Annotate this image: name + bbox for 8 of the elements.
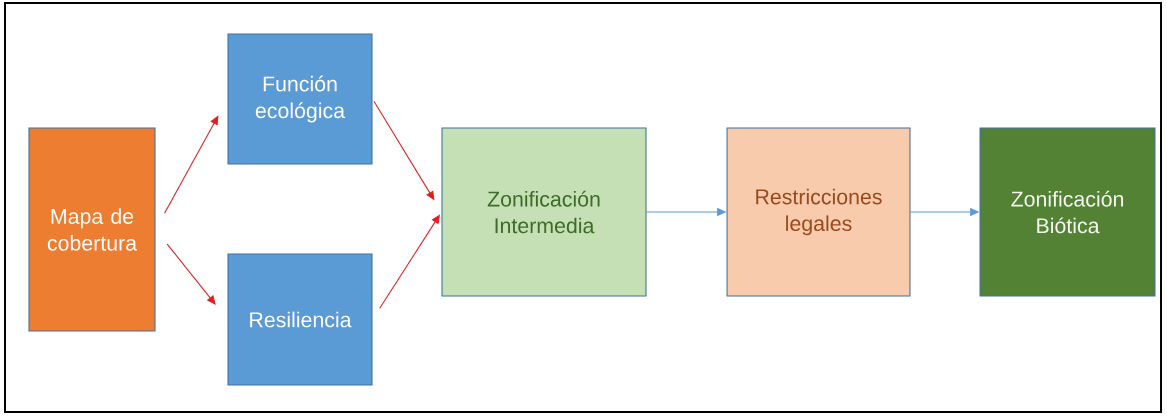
process-box: Función ecológica — [227, 33, 373, 165]
process-box: Restricciones legales — [726, 127, 911, 297]
process-box: Mapa de cobertura — [28, 127, 156, 332]
arrow — [166, 243, 216, 305]
process-box: Zonificación Intermedia — [441, 127, 647, 297]
process-box: Resiliencia — [227, 253, 373, 386]
arrow — [379, 214, 440, 309]
process-box: Zonificación Biótica — [979, 127, 1156, 297]
